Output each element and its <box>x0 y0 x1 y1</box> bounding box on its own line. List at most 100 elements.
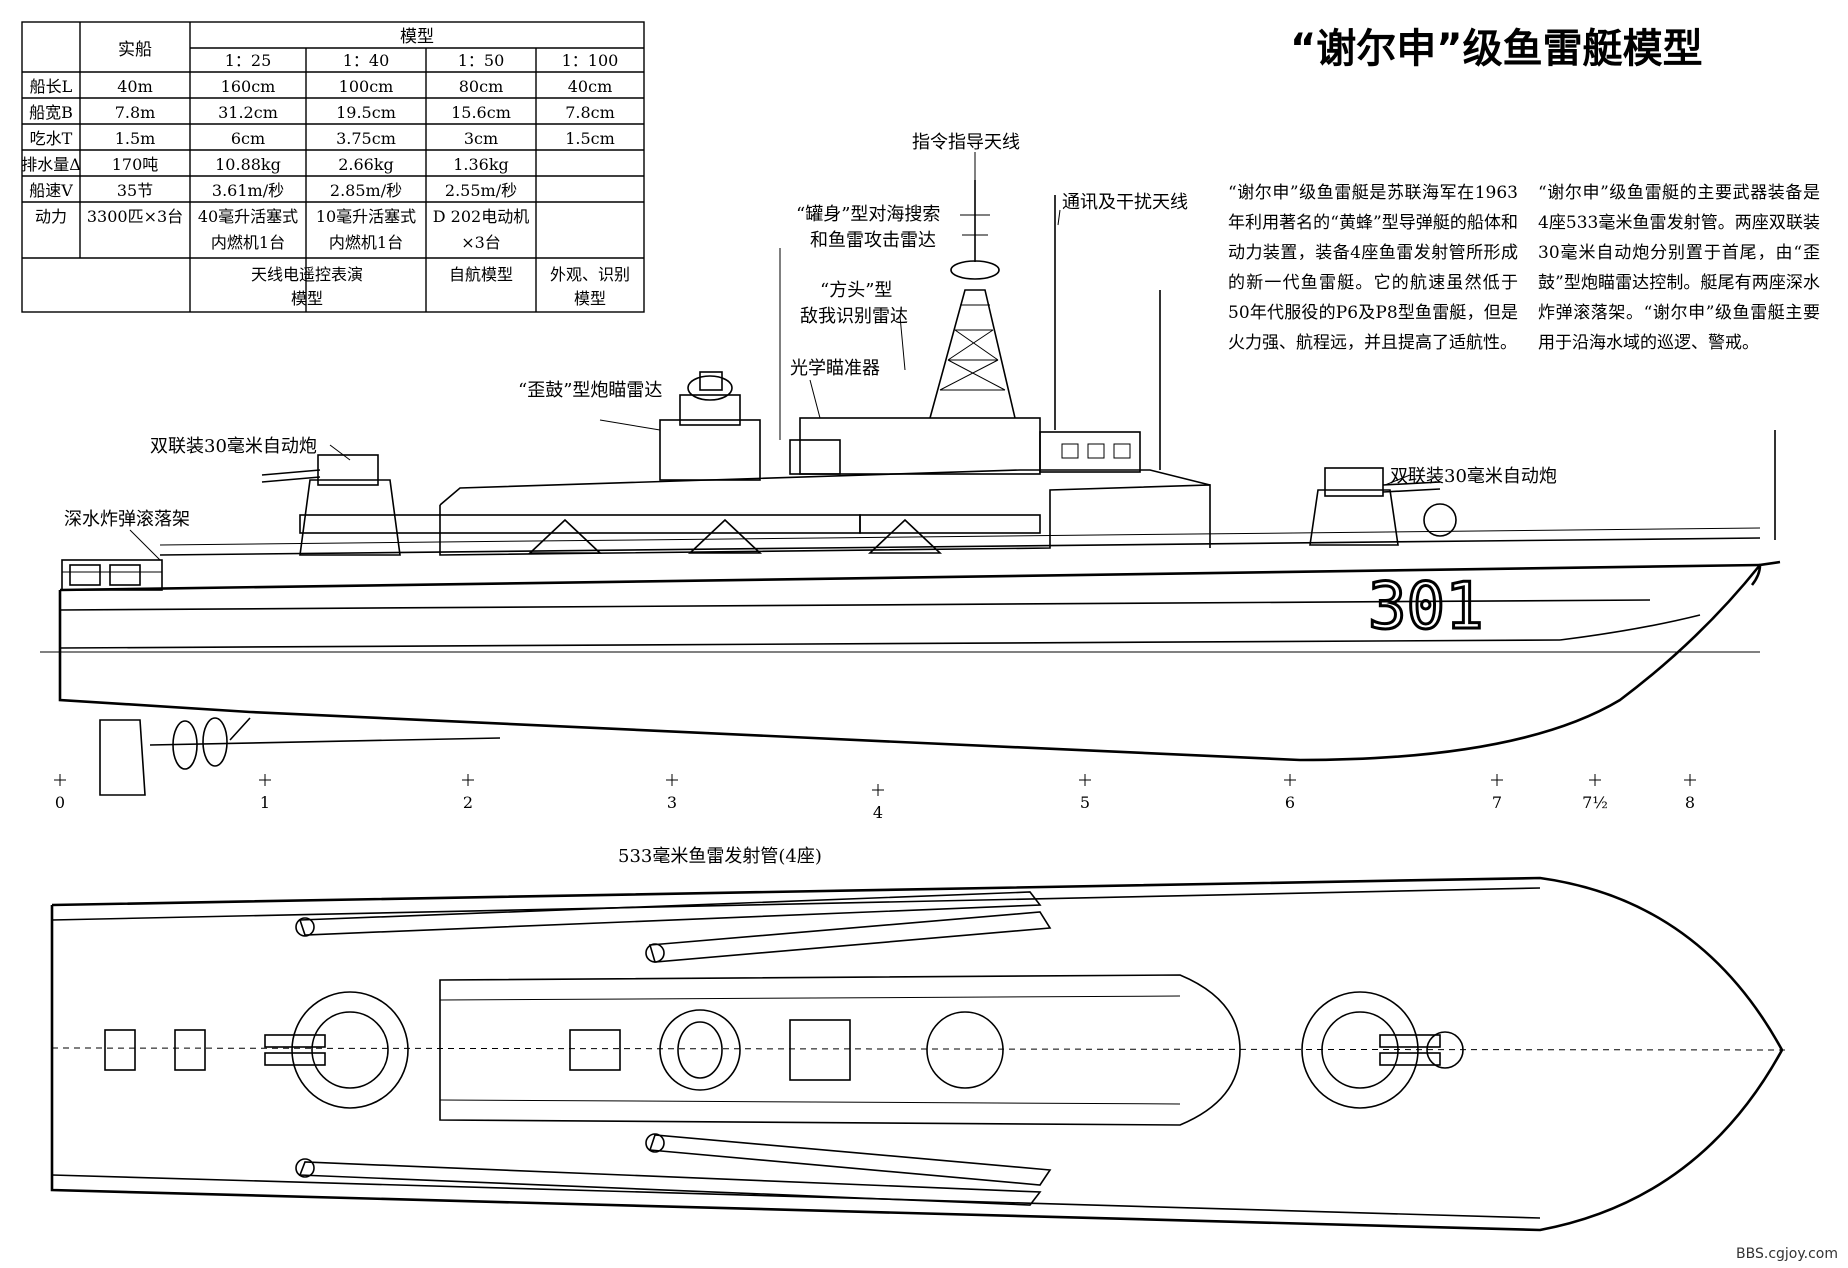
table-row-label: 船速V <box>29 181 73 200</box>
table-cell: 3cm <box>464 129 498 148</box>
label-square-head-2: 敌我识别雷达 <box>800 306 908 327</box>
label-optical-sight: 光学瞄准器 <box>790 358 880 379</box>
row-power-50-2: ×3台 <box>461 233 501 252</box>
th-scale-100: 1：100 <box>562 51 619 70</box>
torpedo-tubes-plan <box>295 891 1052 1206</box>
station-cross <box>1079 774 1091 786</box>
radar-plan <box>659 1009 741 1091</box>
th-real: 实船 <box>118 40 152 60</box>
label-gun-fore: 双联装30毫米自动炮 <box>150 436 317 457</box>
table-cell: 19.5cm <box>336 103 396 122</box>
label-drum-radar-1: “罐身”型对海搜索 <box>796 204 940 225</box>
station-cross <box>462 774 474 786</box>
th-scale-40: 1：40 <box>343 51 390 70</box>
type-rc-2: 模型 <box>291 289 323 308</box>
label-torpedo-tubes: 533毫米鱼雷发射管(4座) <box>618 846 822 867</box>
depth-charge-rack <box>69 564 141 586</box>
station-cross <box>1491 774 1503 786</box>
table-cell: 15.6cm <box>451 103 511 122</box>
gun-plan-fore <box>1301 991 1464 1109</box>
station-label: 2 <box>463 793 473 812</box>
table-cell: 2.66kg <box>338 155 394 174</box>
table-cell: 1.5m <box>115 129 156 148</box>
station-label: 7 <box>1492 793 1502 812</box>
gun-plan-aft <box>264 991 409 1109</box>
drum-tilt-radar <box>659 371 761 481</box>
label-command-antenna: 指令指导天线 <box>912 132 1020 153</box>
label-drum-radar-2: 和鱼雷攻击雷达 <box>810 230 936 251</box>
table-cell: 7.8m <box>115 103 156 122</box>
table-cell: 100cm <box>339 77 394 96</box>
label-drum-tilt-radar: “歪鼓”型炮瞄雷达 <box>518 380 662 401</box>
watermark: BBS.cgjoy.com <box>1736 1246 1838 1262</box>
rudder-propeller <box>99 717 501 796</box>
table-cell: 1.36kg <box>453 155 509 174</box>
plan-view <box>50 876 1791 1232</box>
station-cross <box>1684 774 1696 786</box>
label-gun-aft: 双联装30毫米自动炮 <box>1390 466 1557 487</box>
row-power-real: 3300匹×3台 <box>87 207 183 226</box>
deckhouse-plan <box>439 974 1241 1126</box>
station-label: 4 <box>873 803 883 822</box>
row-power-25-1: 40毫升活塞式 <box>198 207 298 226</box>
station-label: 8 <box>1685 793 1695 812</box>
station-cross <box>872 784 884 796</box>
gun-mount-fore <box>1309 467 1457 546</box>
table-cell: 31.2cm <box>218 103 278 122</box>
table-cell: 2.85m/秒 <box>330 181 402 200</box>
table-cell: 3.75cm <box>336 129 396 148</box>
type-self: 自航模型 <box>449 265 513 284</box>
station-cross <box>54 774 66 786</box>
hull-number: 301 <box>1368 570 1484 644</box>
row-power-25-2: 内燃机1台 <box>211 233 285 252</box>
table-cell: 7.8cm <box>565 103 615 122</box>
page-title: “谢尔申”级鱼雷艇模型 <box>1290 26 1703 72</box>
station-cross <box>1589 774 1601 786</box>
row-power-label: 动力 <box>35 207 67 226</box>
label-comms-antenna: 通讯及干扰天线 <box>1062 192 1188 213</box>
side-view: 301 0 1 2 3 4 5 6 7 7½ 8 <box>40 180 1781 822</box>
table-cell: 170吨 <box>112 155 159 174</box>
station-cross <box>259 774 271 786</box>
type-ext-1: 外观、识别 <box>550 265 630 284</box>
station-label: 6 <box>1285 793 1295 812</box>
callout-lines <box>129 152 1411 561</box>
th-model: 模型 <box>400 27 434 47</box>
station-label: 3 <box>667 793 677 812</box>
description-left: “谢尔申”级鱼雷艇是苏联海军在1963年利用著名的“黄蜂”型导弹艇的船体和动力装… <box>1228 183 1518 353</box>
station-label: 5 <box>1080 793 1090 812</box>
row-power-40-1: 10毫升活塞式 <box>316 207 416 226</box>
station-label: 1 <box>260 793 270 812</box>
row-power-40-2: 内燃机1台 <box>329 233 403 252</box>
table-row-label: 船宽B <box>29 103 73 122</box>
torpedo-tubes-side <box>299 514 1041 554</box>
label-square-head-1: “方头”型 <box>820 280 892 301</box>
table-row-label: 吃水T <box>30 129 73 148</box>
description-right: “谢尔申”级鱼雷艇的主要武器装备是4座533毫米鱼雷发射管。两座双联装30毫米自… <box>1538 183 1820 353</box>
station-label: 7½ <box>1582 793 1608 812</box>
type-ext-2: 模型 <box>574 289 606 308</box>
table-cell: 35节 <box>117 181 153 200</box>
table-cell: 40cm <box>568 77 613 96</box>
station-label: 0 <box>55 793 65 812</box>
table-cell: 6cm <box>231 129 265 148</box>
row-power-50-1: D 202电动机 <box>433 207 529 226</box>
table-cell: 160cm <box>221 77 276 96</box>
lattice-mast <box>929 180 1016 419</box>
table-cell: 2.55m/秒 <box>445 181 517 200</box>
table-cell: 1.5cm <box>565 129 615 148</box>
station-marks: 0 1 2 3 4 5 6 7 7½ 8 <box>54 774 1696 822</box>
mast-plan <box>926 1011 1004 1089</box>
type-rc-1: 天线电遥控表演 <box>251 265 363 284</box>
table-cell: 80cm <box>459 77 504 96</box>
table-cell: 40m <box>117 77 153 96</box>
station-cross <box>666 774 678 786</box>
table-cell: 10.88kg <box>215 155 281 174</box>
th-scale-50: 1：50 <box>458 51 505 70</box>
table-row-label: 排水量Δ <box>21 155 81 174</box>
gun-mount-aft <box>261 454 401 556</box>
table-cell: 3.61m/秒 <box>212 181 284 200</box>
th-scale-25: 1：25 <box>225 51 272 70</box>
